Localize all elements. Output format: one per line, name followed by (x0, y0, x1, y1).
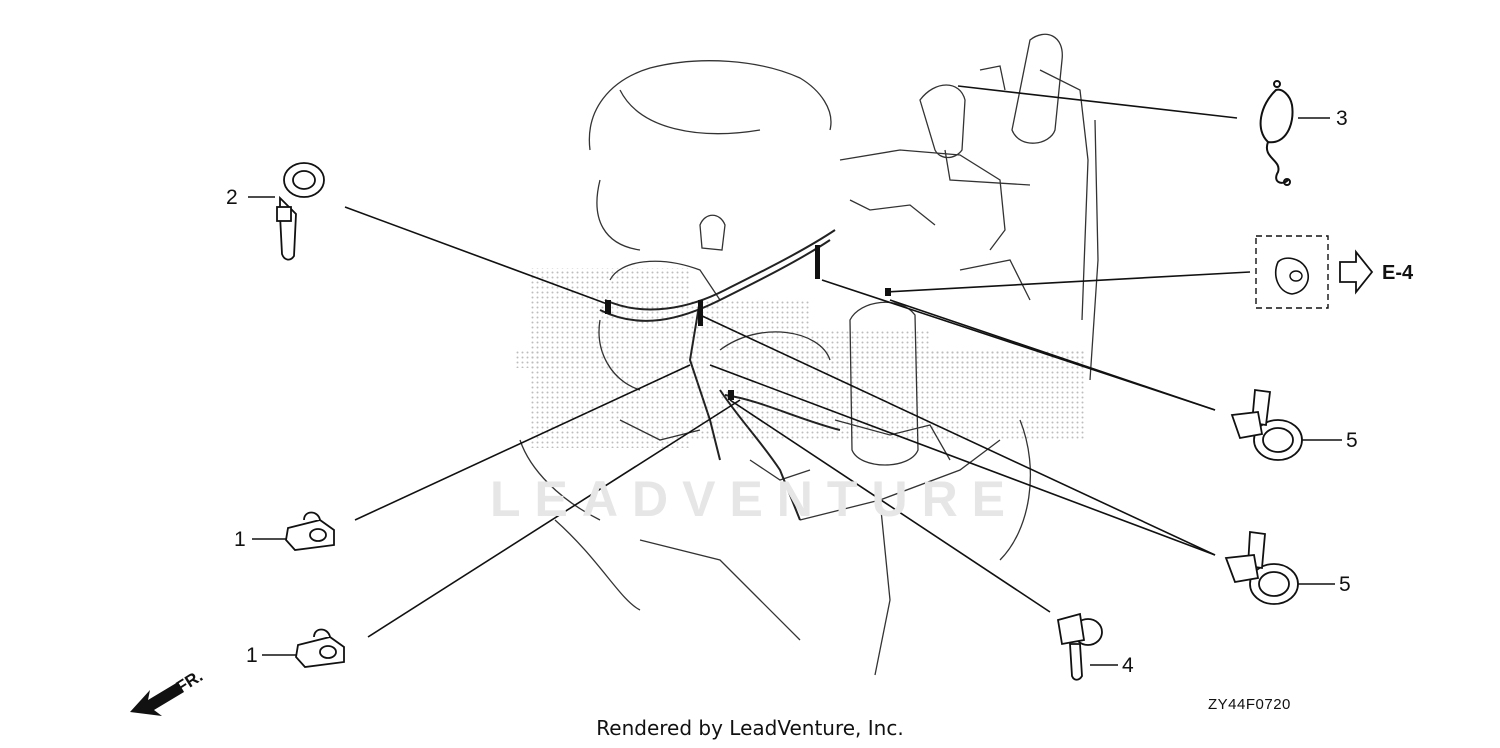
wire-clamp-icon (285, 511, 335, 551)
leader-lines (248, 85, 1342, 666)
wire-clip-icon (1259, 80, 1294, 186)
callout-5-lower: 5 (1339, 573, 1351, 596)
callout-5-upper: 5 (1346, 429, 1358, 452)
hose-clamp-icon (1224, 530, 1299, 605)
footer-credit: Rendered by LeadVenture, Inc. (596, 716, 904, 740)
front-direction-arrow-icon (130, 682, 184, 716)
harness-clip-icon (1056, 612, 1103, 681)
wire-harness (599, 229, 841, 521)
reference-label: E-4 (1382, 262, 1414, 284)
callout-1-upper: 1 (234, 528, 246, 551)
reference-box (1255, 235, 1374, 309)
callout-3: 3 (1336, 107, 1348, 130)
watermark-text: LEADVENTURE (490, 471, 1020, 527)
callout-4: 4 (1122, 654, 1134, 677)
callout-1-lower: 1 (246, 644, 258, 667)
diagram-code: ZY44F0720 (1208, 696, 1291, 713)
hose-clamp-icon (1230, 388, 1303, 461)
wire-clamp-icon (295, 628, 345, 668)
watermark-dot-pattern (515, 268, 1085, 448)
callout-2: 2 (226, 186, 238, 209)
cable-tie-band-icon (276, 162, 325, 261)
engine-outline (519, 33, 1099, 676)
